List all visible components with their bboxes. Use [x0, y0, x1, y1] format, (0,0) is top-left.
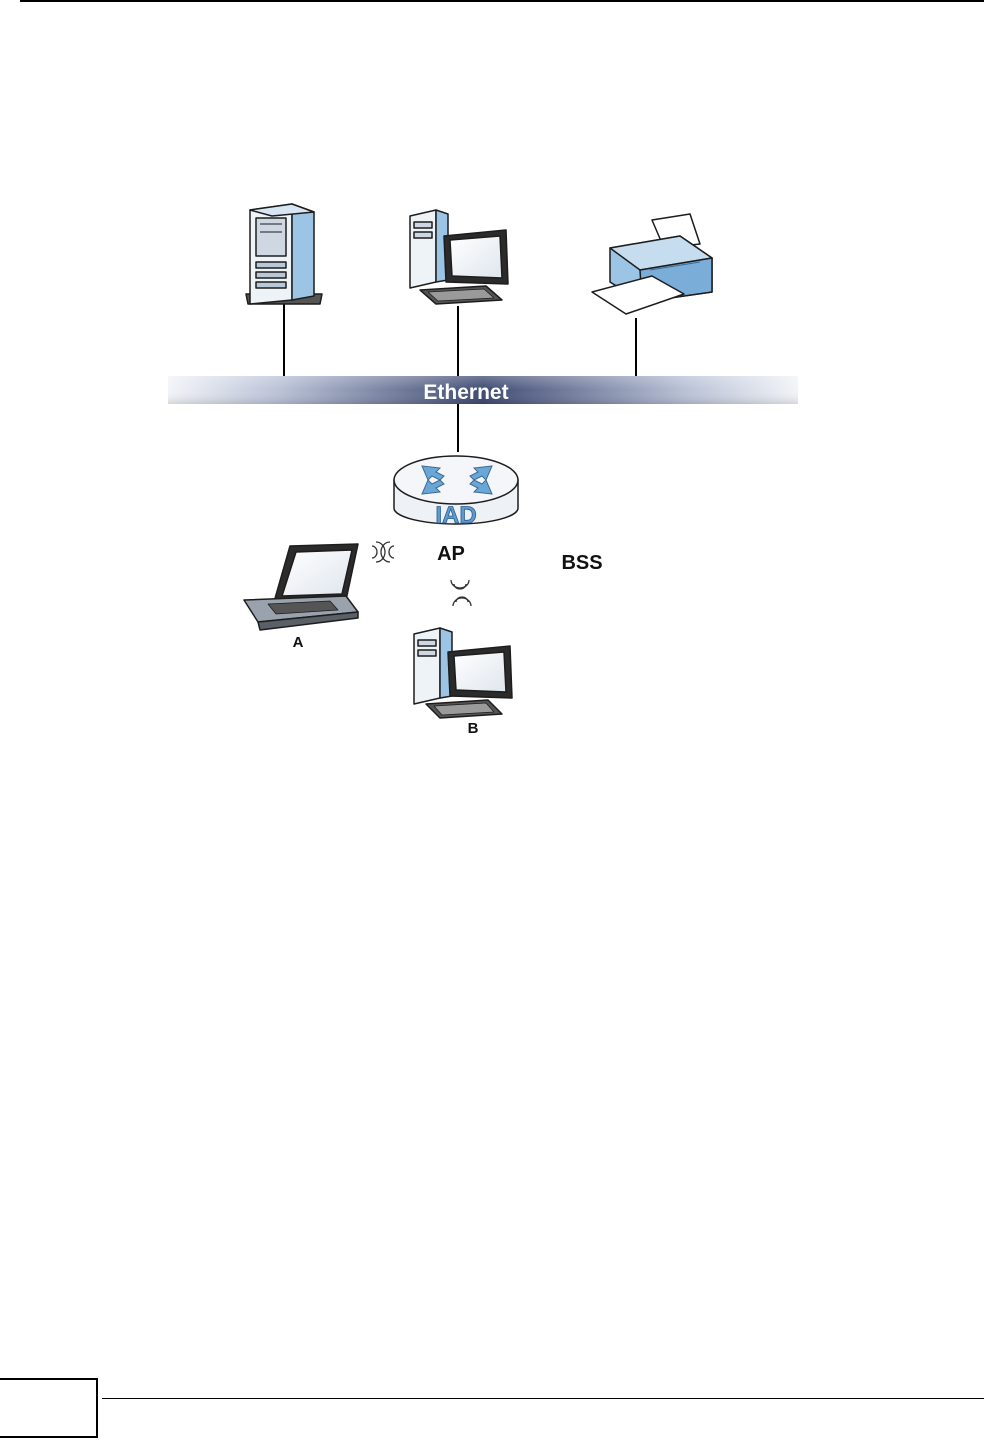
iad-label: IAD [435, 502, 476, 529]
client-a-label: A [293, 634, 304, 651]
client-b-label: B [468, 720, 479, 737]
wireless-signal-icon [372, 542, 394, 562]
desktop-computer-b-icon [414, 628, 512, 718]
server-icon [246, 204, 322, 304]
bss-label: BSS [561, 552, 602, 574]
page-number-box [0, 1378, 98, 1438]
router-icon: IAD [394, 456, 518, 529]
ethernet-bus: Ethernet [168, 376, 798, 404]
footer-rule [102, 1398, 984, 1399]
wireless-signal-icon-vertical [451, 580, 471, 606]
ethernet-label: Ethernet [423, 381, 508, 404]
printer-icon [592, 214, 712, 314]
ap-label: AP [437, 543, 465, 565]
laptop-icon [244, 544, 358, 630]
desktop-computer-icon [410, 210, 508, 304]
